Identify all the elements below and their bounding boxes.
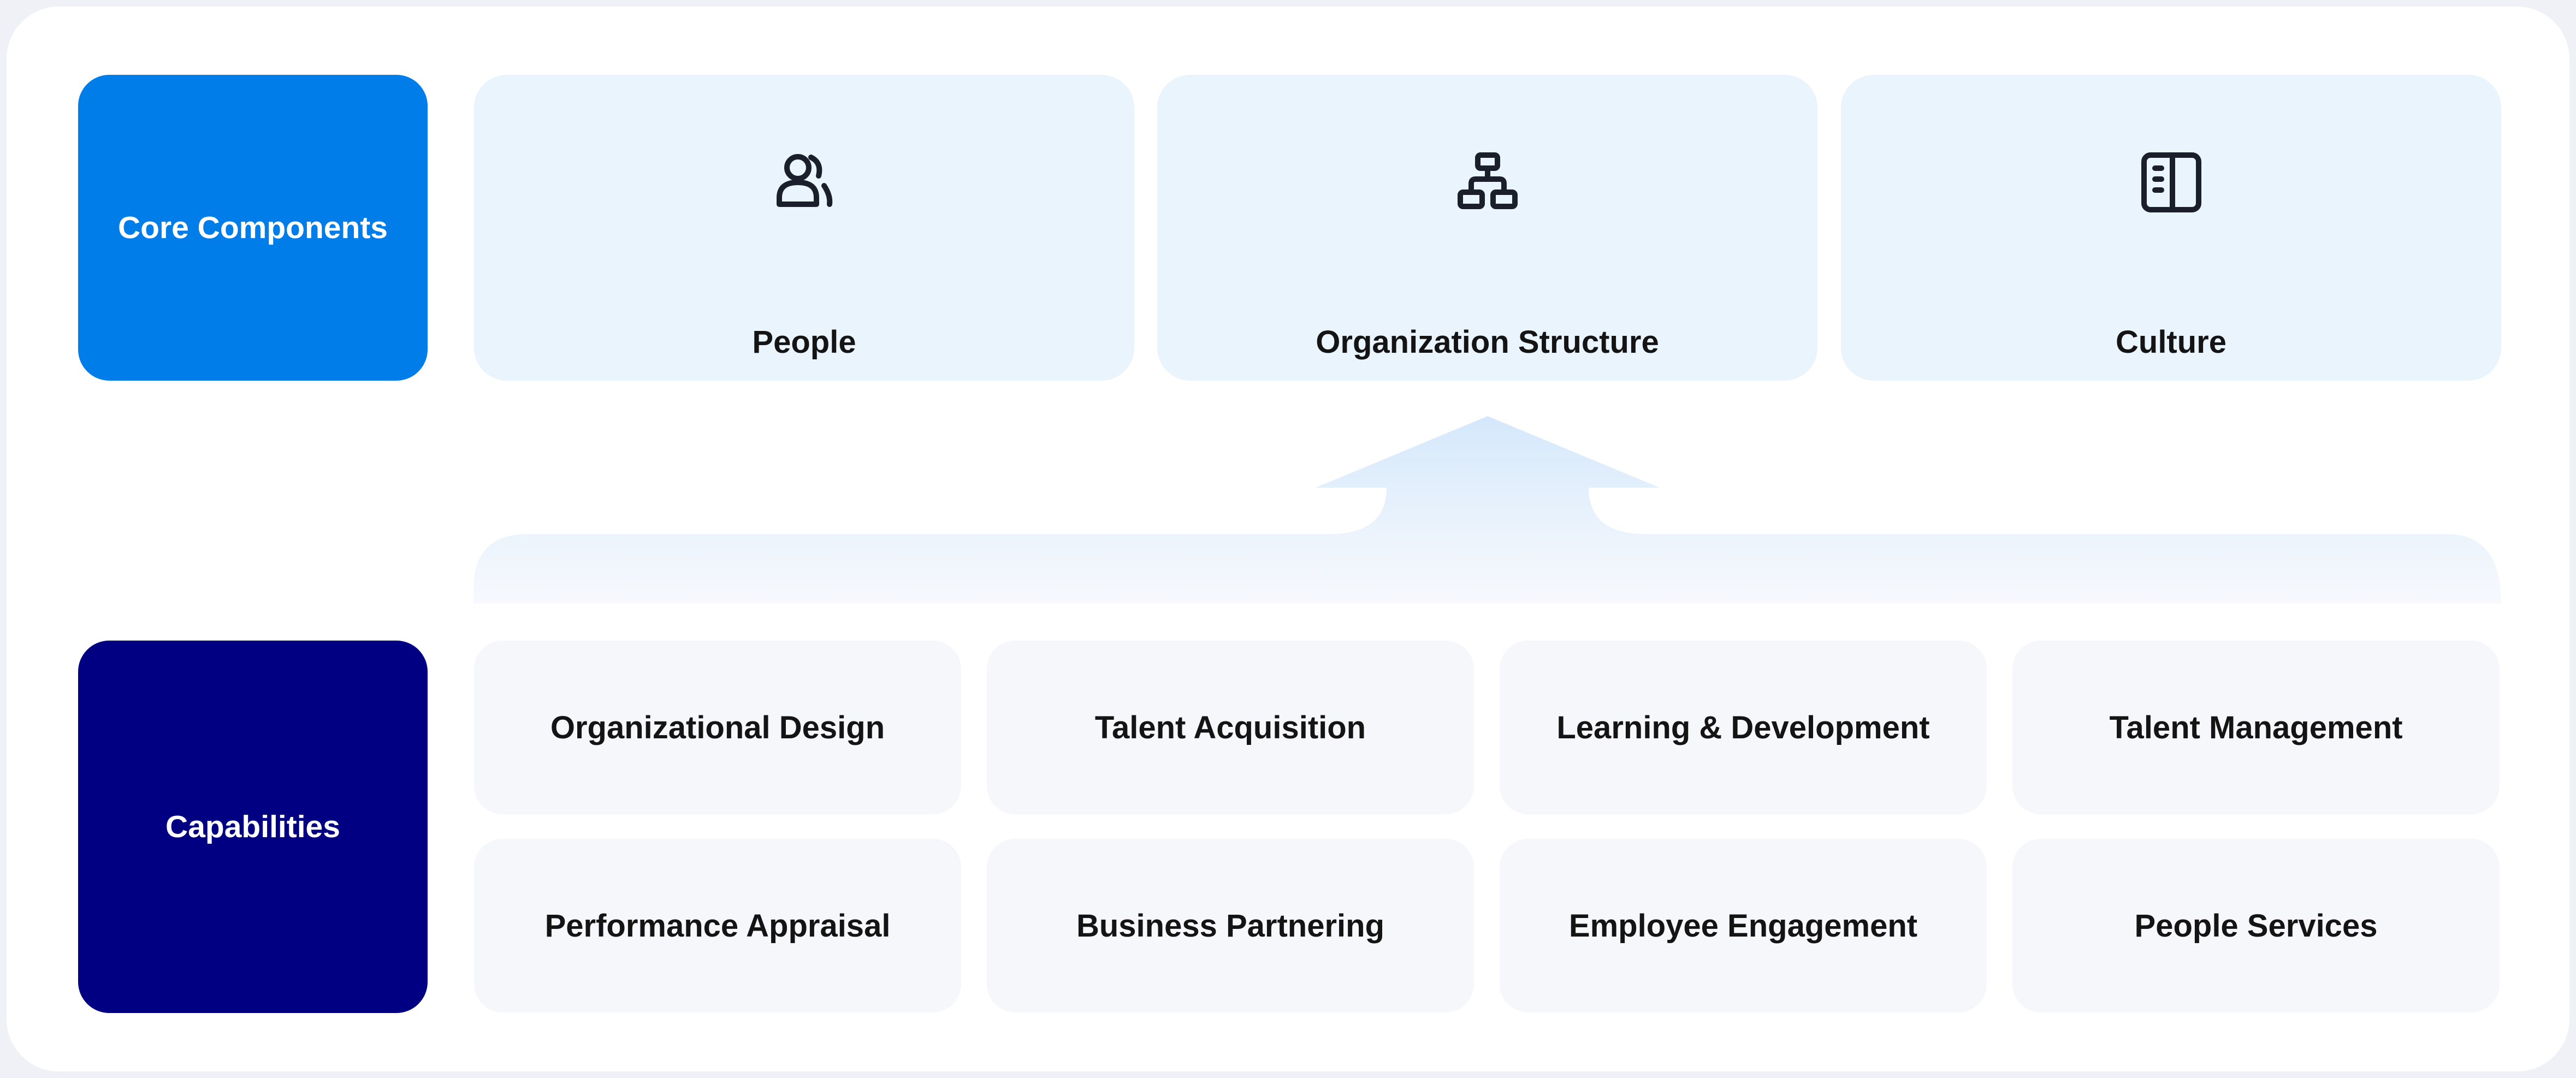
component-card-culture: Culture (1841, 75, 2501, 381)
capability-card-learning-development: Learning & Development (1500, 641, 1987, 814)
component-label: Culture (2116, 324, 2226, 360)
component-card-people: People (474, 75, 1134, 381)
capability-card-people-services: People Services (2012, 839, 2500, 1012)
component-label: Organization Structure (1316, 324, 1659, 360)
capability-card-business-partnering: Business Partnering (987, 839, 1474, 1012)
capability-card-organizational-design: Organizational Design (474, 641, 961, 814)
capability-card-employee-engagement: Employee Engagement (1500, 839, 1987, 1012)
capabilities-label: Capabilities (78, 641, 428, 1013)
capability-card-talent-management: Talent Management (2012, 641, 2500, 814)
component-card-organization-structure: Organization Structure (1157, 75, 1817, 381)
people-icon (772, 150, 837, 215)
component-label: People (752, 324, 856, 360)
org-chart-icon (1455, 150, 1520, 215)
capability-card-performance-appraisal: Performance Appraisal (474, 839, 961, 1012)
capability-card-talent-acquisition: Talent Acquisition (987, 641, 1474, 814)
core-components-label: Core Components (78, 75, 428, 381)
book-icon (2139, 150, 2204, 215)
